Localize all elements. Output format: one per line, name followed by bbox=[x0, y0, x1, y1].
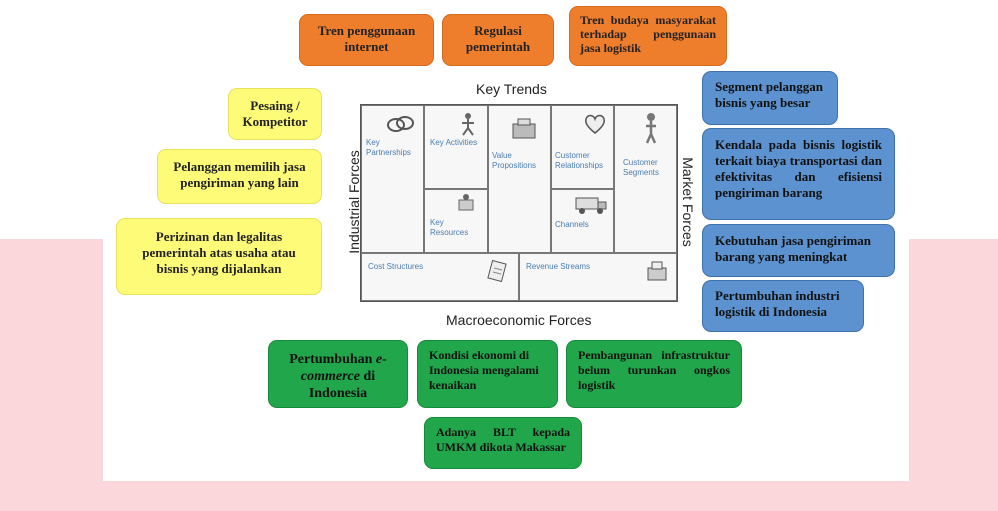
business-model-canvas: Key Partnerships Key Activities Key Reso… bbox=[360, 104, 678, 302]
macro-box-blt: Adanya BLT kepada UMKM dikota Makassar bbox=[424, 417, 582, 469]
heart-icon bbox=[584, 114, 606, 134]
revenue-streams-label: Revenue Streams bbox=[526, 262, 591, 271]
cell-key-activities: Key Activities bbox=[424, 105, 488, 189]
key-trends-label: Key Trends bbox=[476, 81, 547, 97]
cash-register-icon bbox=[647, 261, 667, 281]
industrial-box-perizinan: Perizinan dan legalitas pemerintah atas … bbox=[116, 218, 322, 295]
cell-cost-structures: Cost Structures bbox=[361, 253, 519, 301]
market-box-kebutuhan: Kebutuhan jasa pengiriman barang yang me… bbox=[702, 224, 895, 277]
cell-value-propositions: Value Propositions bbox=[488, 105, 551, 253]
person-icon bbox=[645, 113, 657, 144]
value-propositions-label: Value Propositions bbox=[492, 151, 537, 170]
industrial-box-pesaing: Pesaing / Kompetitor bbox=[228, 88, 322, 140]
market-box-pertumbuhan: Pertumbuhan industri logistik di Indones… bbox=[702, 280, 864, 332]
partnership-icon bbox=[387, 116, 414, 132]
truck-icon bbox=[575, 197, 607, 214]
key-partnerships-label: Key Partnerships bbox=[366, 138, 411, 157]
value-icon bbox=[512, 118, 536, 139]
key-activities-label: Key Activities bbox=[430, 138, 478, 147]
ecommerce-text-italic: e-commerce bbox=[300, 352, 387, 384]
customer-relationships-label: Customer Relationships bbox=[555, 151, 604, 170]
cell-customer-relationships: Customer Relationships bbox=[551, 105, 614, 189]
key-resources-label: Key Resources bbox=[430, 218, 469, 237]
channels-label: Channels bbox=[555, 220, 589, 229]
market-box-kendala: Kendala pada bisnis logistik terkait bia… bbox=[702, 128, 895, 220]
activities-icon bbox=[462, 113, 474, 136]
macro-box-infrastruktur: Pembangunan infrastruktur belum turunkan… bbox=[566, 340, 742, 408]
customer-segments-label: Customer Segments bbox=[623, 158, 660, 177]
market-box-segment: Segment pelanggan bisnis yang besar bbox=[702, 71, 838, 125]
market-forces-label: Market Forces bbox=[680, 157, 696, 247]
macro-box-ekonomi: Kondisi ekonomi di Indonesia mengalami k… bbox=[417, 340, 558, 408]
macroeconomic-forces-label: Macroeconomic Forces bbox=[446, 312, 592, 328]
cell-customer-segments: Customer Segments bbox=[614, 105, 677, 253]
trend-box-internet: Tren penggunaan internet bbox=[299, 14, 434, 66]
trend-box-regulasi: Regulasi pemerintah bbox=[442, 14, 554, 66]
cell-channels: Channels bbox=[551, 189, 614, 253]
cell-key-partnerships: Key Partnerships bbox=[361, 105, 424, 253]
resources-icon bbox=[458, 194, 474, 211]
industrial-box-pelanggan: Pelanggan memilih jasa pengiriman yang l… bbox=[157, 149, 322, 204]
macro-box-ecommerce: Pertumbuhan e-commerce di Indonesia bbox=[268, 340, 408, 408]
cost-icon bbox=[487, 259, 507, 282]
cell-key-resources: Key Resources bbox=[424, 189, 488, 253]
ecommerce-text-prefix: Pertumbuhan bbox=[289, 352, 376, 367]
cell-revenue-streams: Revenue Streams bbox=[519, 253, 677, 301]
cost-structures-label: Cost Structures bbox=[368, 262, 424, 271]
ecommerce-text-suffix: di Indonesia bbox=[308, 369, 376, 401]
trend-box-budaya: Tren budaya masyarakat terhadap pengguna… bbox=[569, 6, 727, 66]
